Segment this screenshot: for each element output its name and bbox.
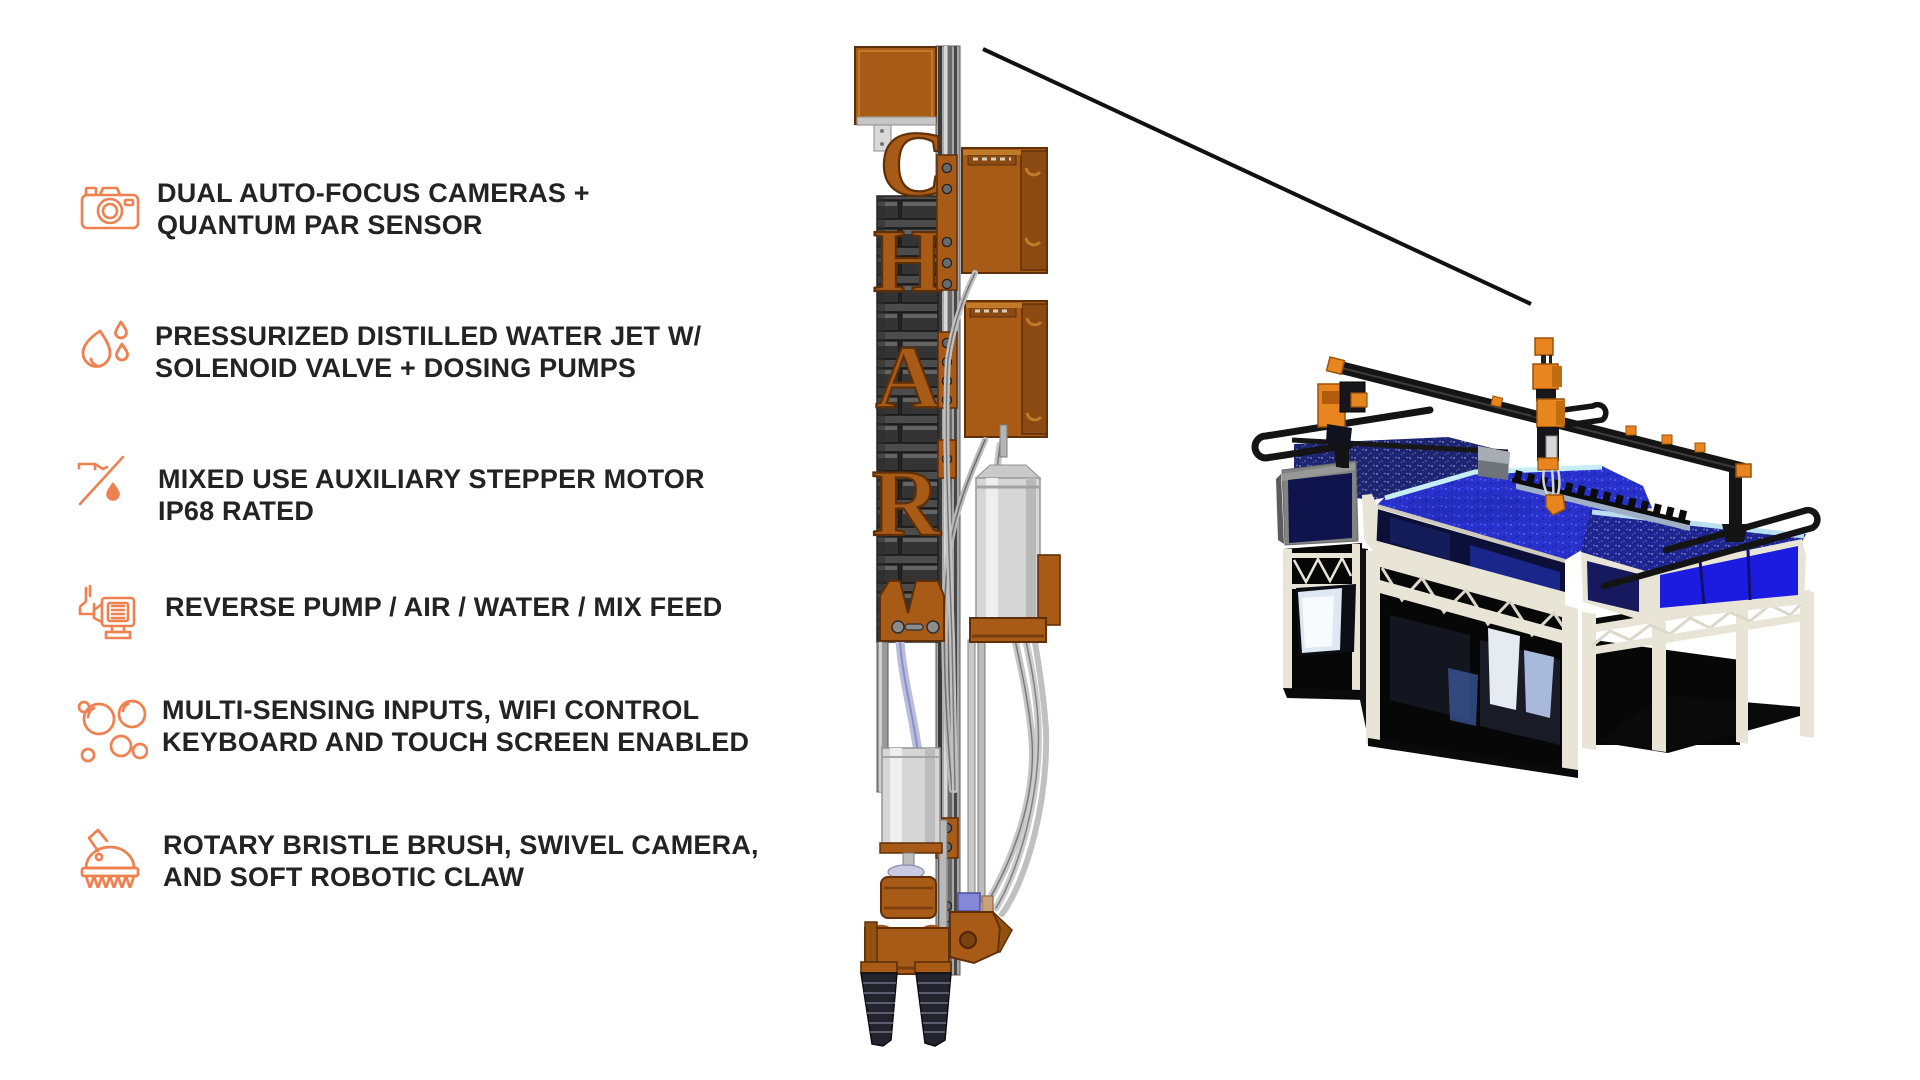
svg-text:A: A (876, 328, 941, 427)
svg-text:H: H (873, 212, 943, 311)
svg-text:C: C (879, 113, 946, 216)
svg-text:R: R (872, 450, 942, 556)
